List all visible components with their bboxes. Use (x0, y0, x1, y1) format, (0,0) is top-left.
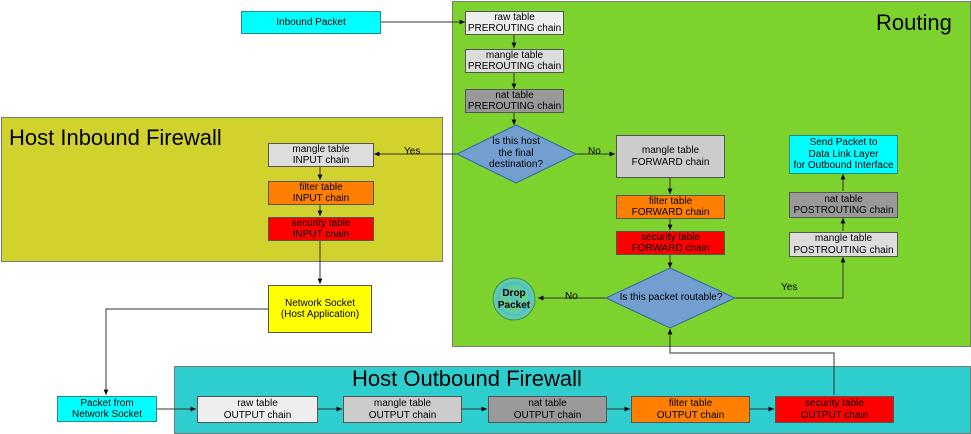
drop-packet-line1: Drop (502, 288, 526, 299)
security-input-node: security table INPUT chain (268, 217, 374, 241)
filter-forward-line1: filter table (648, 195, 693, 207)
raw-prerouting-node: raw table PREROUTING chain (465, 11, 564, 35)
inbound-packet-node: Inbound Packet (241, 11, 381, 34)
decision-host-line2: the final (498, 147, 534, 159)
filter-input-line2: INPUT chain (292, 193, 350, 204)
network-socket-node: Network Socket (Host Application) (268, 285, 372, 333)
send-packet-line2: Data Link Layer (808, 148, 879, 160)
drop-packet-line2: Packet (497, 299, 531, 311)
mangle-output-node: mangle table OUTPUT chain (343, 396, 462, 423)
nat-prerouting-line2: PREROUTING chain (467, 101, 562, 112)
edge-label-host-yes: Yes (404, 146, 421, 157)
raw-prerouting-line1: raw table (494, 11, 535, 23)
send-packet-node: Send Packet to Data Link Layer for Outbo… (789, 135, 898, 174)
mangle-output-line2: OUTPUT chain (368, 409, 437, 421)
drop-packet-text: Drop Packet (493, 288, 535, 311)
mangle-output-line1: mangle table (373, 398, 432, 409)
filter-output-node: filter table OUTPUT chain (631, 396, 750, 423)
edge-security-out-to-routable (667, 329, 835, 395)
edge-label-host-no: No (588, 146, 601, 157)
send-packet-line3: for Outbound Interface (793, 160, 894, 172)
mangle-prerouting-node: mangle table PREROUTING chain (465, 49, 564, 73)
filter-forward-line2: FORWARD chain (631, 207, 710, 218)
security-output-line2: OUTPUT chain (800, 409, 869, 421)
security-forward-node: security table FORWARD chain (616, 231, 725, 255)
nat-postrouting-node: nat table POSTROUTING chain (789, 192, 898, 218)
nat-output-node: nat table OUTPUT chain (488, 396, 607, 423)
decision-host-text: Is this host the final destination? (466, 136, 566, 171)
send-packet-line1: Send Packet to (809, 137, 878, 149)
outbound-firewall-title: Host Outbound Firewall (352, 366, 582, 391)
security-forward-line2: FORWARD chain (631, 243, 710, 254)
filter-output-line2: OUTPUT chain (656, 409, 725, 421)
edge-socket-to-packet-from-socket (103, 308, 268, 395)
mangle-input-node: mangle table INPUT chain (268, 143, 374, 167)
mangle-input-line1: mangle table (292, 143, 350, 155)
decision-host-line3: destination? (489, 159, 543, 170)
raw-output-node: raw table OUTPUT chain (197, 396, 318, 423)
filter-forward-node: filter table FORWARD chain (616, 195, 725, 219)
filter-output-line1: filter table (668, 398, 713, 409)
nat-postrouting-line2: POSTROUTING chain (793, 205, 894, 216)
decision-host-diamond (455, 124, 578, 184)
packet-from-socket-line2: Network Socket (71, 409, 143, 420)
raw-output-line2: OUTPUT chain (223, 409, 292, 421)
security-forward-line1: security table (641, 231, 700, 243)
decision-routable-text: Is this packet routable? (606, 292, 736, 304)
mangle-forward-line2: FORWARD chain (631, 156, 710, 168)
security-input-line2: INPUT chain (292, 229, 350, 240)
security-output-line1: security table (805, 398, 864, 409)
mangle-input-line2: INPUT chain (292, 155, 350, 166)
mangle-prerouting-line1: mangle table (485, 49, 544, 61)
nat-prerouting-line1: nat table (495, 89, 534, 101)
packet-from-socket-line1: Packet from (80, 397, 134, 409)
mangle-postrouting-line1: mangle table (814, 233, 873, 244)
mangle-forward-node: mangle table FORWARD chain (616, 135, 725, 178)
mangle-postrouting-node: mangle table POSTROUTING chain (789, 232, 898, 257)
inbound-packet-label: Inbound Packet (276, 16, 346, 28)
network-socket-line2: (Host Application) (280, 309, 360, 320)
edge-routable-yes (735, 257, 846, 299)
mangle-prerouting-line2: PREROUTING chain (467, 61, 562, 72)
decision-host-line1: Is this host (492, 136, 540, 147)
security-output-node: security table OUTPUT chain (775, 396, 894, 423)
packet-from-socket-node: Packet from Network Socket (57, 396, 157, 422)
raw-prerouting-line2: PREROUTING chain (467, 23, 562, 34)
edge-label-routable-no: No (565, 291, 578, 302)
prohibited-icon (496, 281, 532, 317)
mangle-postrouting-line2: POSTROUTING chain (793, 244, 894, 256)
nat-prerouting-node: nat table PREROUTING chain (465, 89, 564, 113)
edge-label-routable-yes: Yes (781, 282, 798, 293)
prohibited-icon-slash (501, 286, 527, 312)
nat-output-line2: OUTPUT chain (513, 409, 582, 421)
nat-postrouting-line1: nat table (824, 193, 863, 205)
network-socket-line1: Network Socket (284, 297, 356, 309)
raw-output-line1: raw table (237, 398, 278, 409)
security-input-line1: security table (291, 217, 351, 229)
mangle-forward-line1: mangle table (641, 145, 700, 156)
nat-output-line1: nat table (528, 398, 567, 409)
inbound-firewall-title: Host Inbound Firewall (9, 125, 222, 150)
decision-routable-line1: Is this packet routable? (619, 292, 723, 303)
filter-input-node: filter table INPUT chain (268, 181, 374, 205)
filter-input-line1: filter table (299, 181, 343, 193)
routing-title: Routing (876, 10, 952, 35)
decision-routable-diamond (604, 267, 737, 329)
